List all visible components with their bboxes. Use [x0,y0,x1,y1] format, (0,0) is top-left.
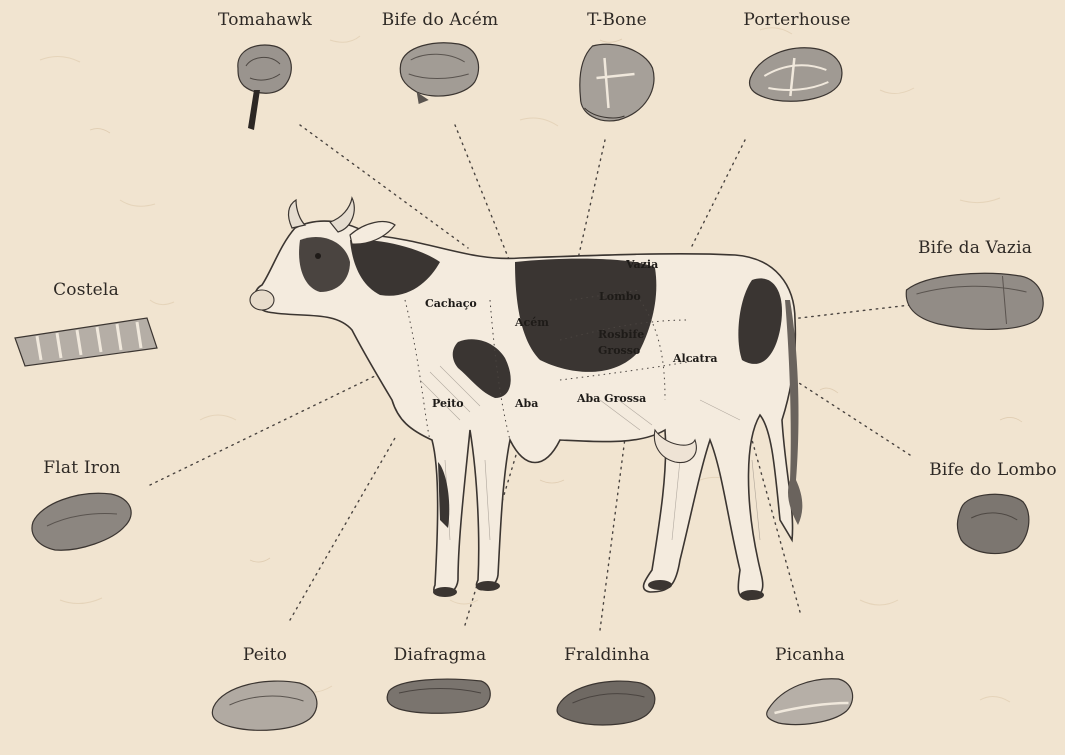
tomahawk-steak-image [230,38,300,138]
cut-bife-lombo-label: Bife do Lombo [929,460,1057,480]
diafragma-skirt-image [385,673,495,718]
peito-brisket-image [208,673,323,733]
region-rosbife-line2: Grosso [598,344,640,357]
cut-flat-iron: Flat Iron [27,458,137,556]
region-alcatra: Alcatra [673,352,718,365]
bife-vazia-steak-image [903,266,1048,336]
picanha-steak-image [763,673,858,728]
cut-picanha-label: Picanha [763,645,858,665]
cow-hoof [433,587,457,597]
cow-muzzle [250,290,274,310]
cut-tomahawk: Tomahawk [218,10,312,138]
cut-diafragma: Diafragma [385,645,495,718]
cut-bife-vazia: Bife da Vazia [903,238,1048,336]
cut-tomahawk-label: Tomahawk [218,10,312,30]
cow-hoof [476,581,500,591]
cut-bife-acem-label: Bife do Acém [382,10,499,30]
region-lombo: Lombo [599,290,641,303]
region-vazia: Vazia [626,258,658,271]
tbone-steak-image [575,38,660,133]
cut-peito: Peito [208,645,323,733]
bife-acem-steak-image [395,38,485,113]
cut-diafragma-label: Diafragma [385,645,495,665]
region-aba: Aba [515,397,538,410]
cut-picanha: Picanha [763,645,858,728]
cut-bife-vazia-label: Bife da Vazia [903,238,1048,258]
cow-hoof [740,590,764,600]
cut-fraldinha-label: Fraldinha [555,645,660,665]
cow-hoof [648,580,672,590]
cut-tbone-label: T-Bone [575,10,660,30]
bife-lombo-steak-image [953,488,1033,558]
flat-iron-steak-image [27,486,137,556]
region-cachaco: Cachaço [425,297,477,310]
cow-horn-left [289,200,305,228]
cut-costela-label: Costela [11,280,161,300]
region-peito: Peito [432,397,464,410]
cut-tbone: T-Bone [575,10,660,133]
fraldinha-flank-image [555,673,660,728]
region-acem: Acém [515,316,549,329]
cut-flat-iron-label: Flat Iron [27,458,137,478]
cut-bife-acem: Bife do Acém [382,10,499,113]
cow-eye [315,253,321,259]
cut-peito-label: Peito [208,645,323,665]
cut-bife-lombo: Bife do Lombo [929,460,1057,558]
cut-porterhouse-label: Porterhouse [743,10,850,30]
porterhouse-steak-image [745,38,850,113]
cut-porterhouse: Porterhouse [743,10,850,113]
costela-ribs-image [11,308,161,368]
cut-costela: Costela [11,280,161,368]
cut-fraldinha: Fraldinha [555,645,660,728]
region-aba-grossa: Aba Grossa [577,392,646,405]
region-rosbife: Rosbife [598,328,644,341]
